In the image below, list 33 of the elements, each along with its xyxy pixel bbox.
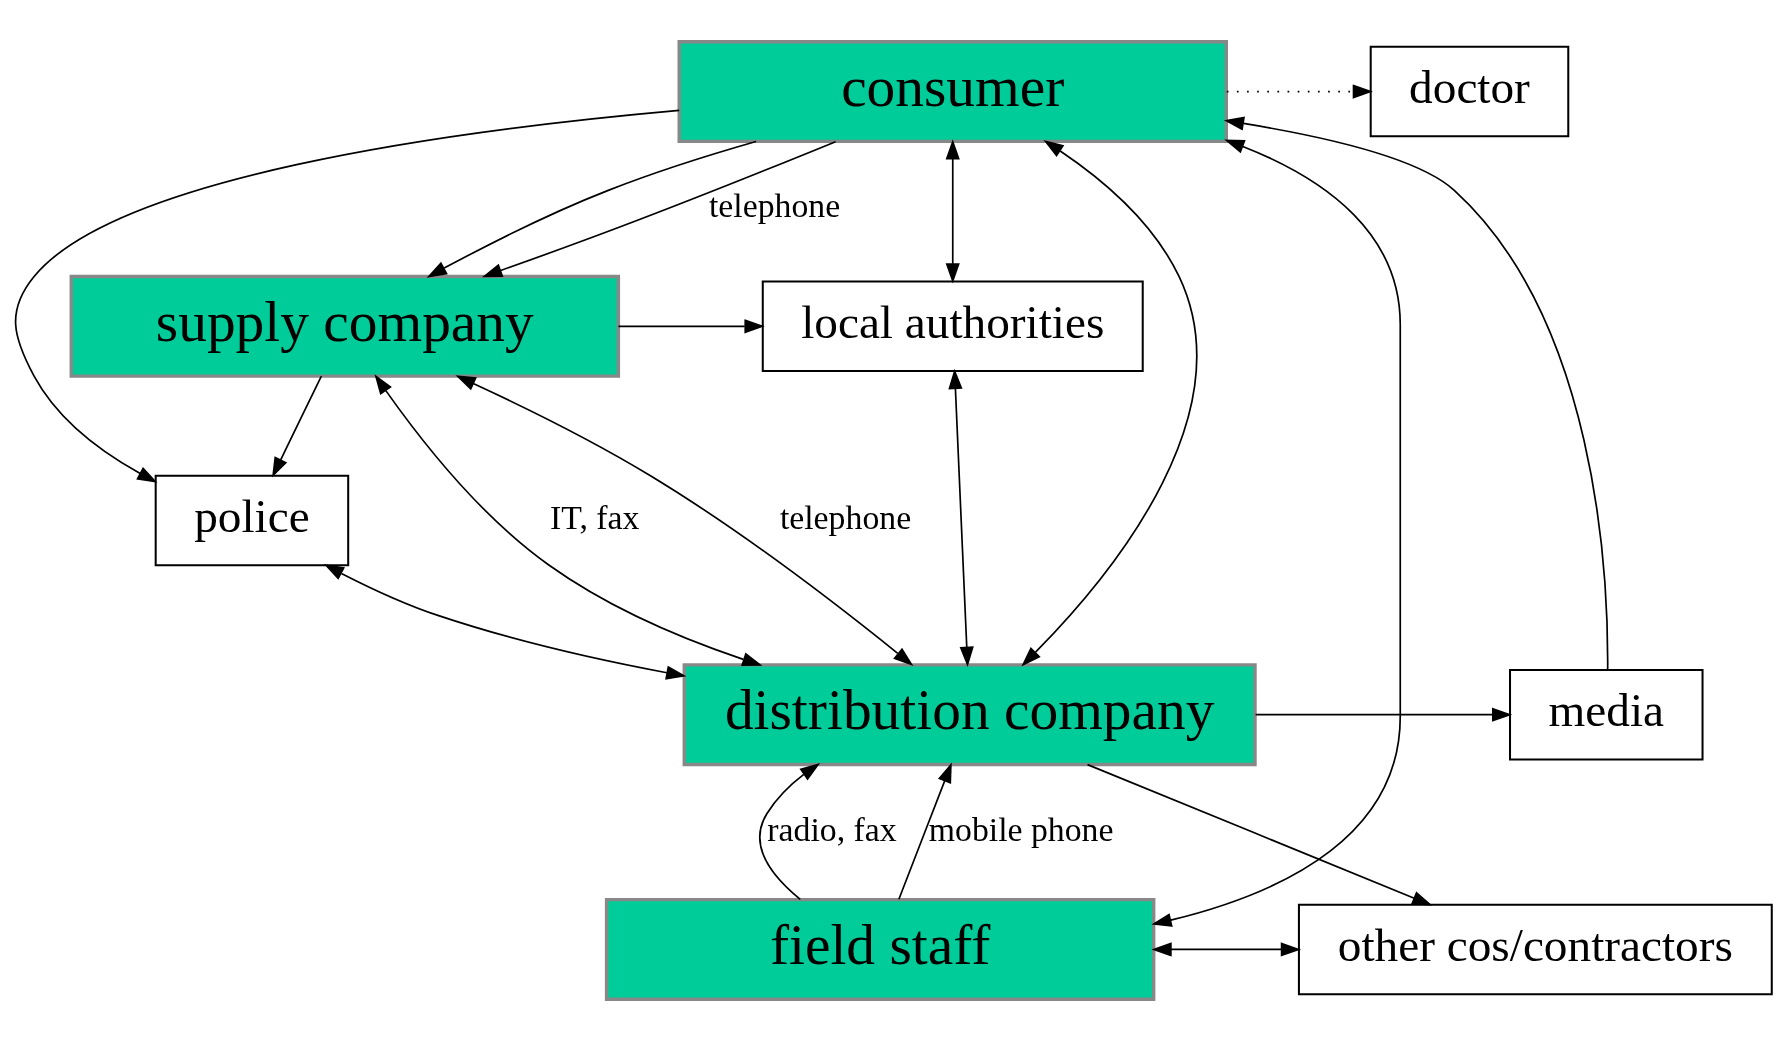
arrow [1021,140,1198,667]
arrow [1151,139,1402,927]
node-box: distribution company [682,663,1257,767]
node-box: consumer [677,40,1228,144]
edge-label: IT, fax [550,498,640,536]
node-box: doctor [1369,45,1570,138]
arrow [426,140,757,278]
arrow [455,375,914,667]
node-box: other cos/contractors [1297,903,1773,996]
arrow [272,375,323,478]
arrow [1254,707,1513,722]
arrow [759,763,821,901]
arrow [14,109,680,483]
edge-label: mobile phone [928,810,1114,848]
node-box: media [1509,668,1704,761]
arrow [898,762,952,901]
edge-label: telephone [708,187,841,225]
arrow [1223,116,1609,671]
edge-label: radio, fax [767,810,897,848]
node-box: field staff [604,897,1156,1001]
arrow [948,368,974,667]
node-box: supply company [69,274,621,378]
node-box: police [154,474,350,567]
arrow [1225,84,1373,99]
arrow [374,374,763,667]
node-box: local authorities [761,280,1144,373]
arrow [945,139,960,284]
arrow [1086,763,1433,906]
arrow [481,140,837,278]
edge-label: telephone [779,498,912,536]
arrow [323,564,687,680]
arrow [617,319,765,334]
arrow [1151,942,1302,957]
